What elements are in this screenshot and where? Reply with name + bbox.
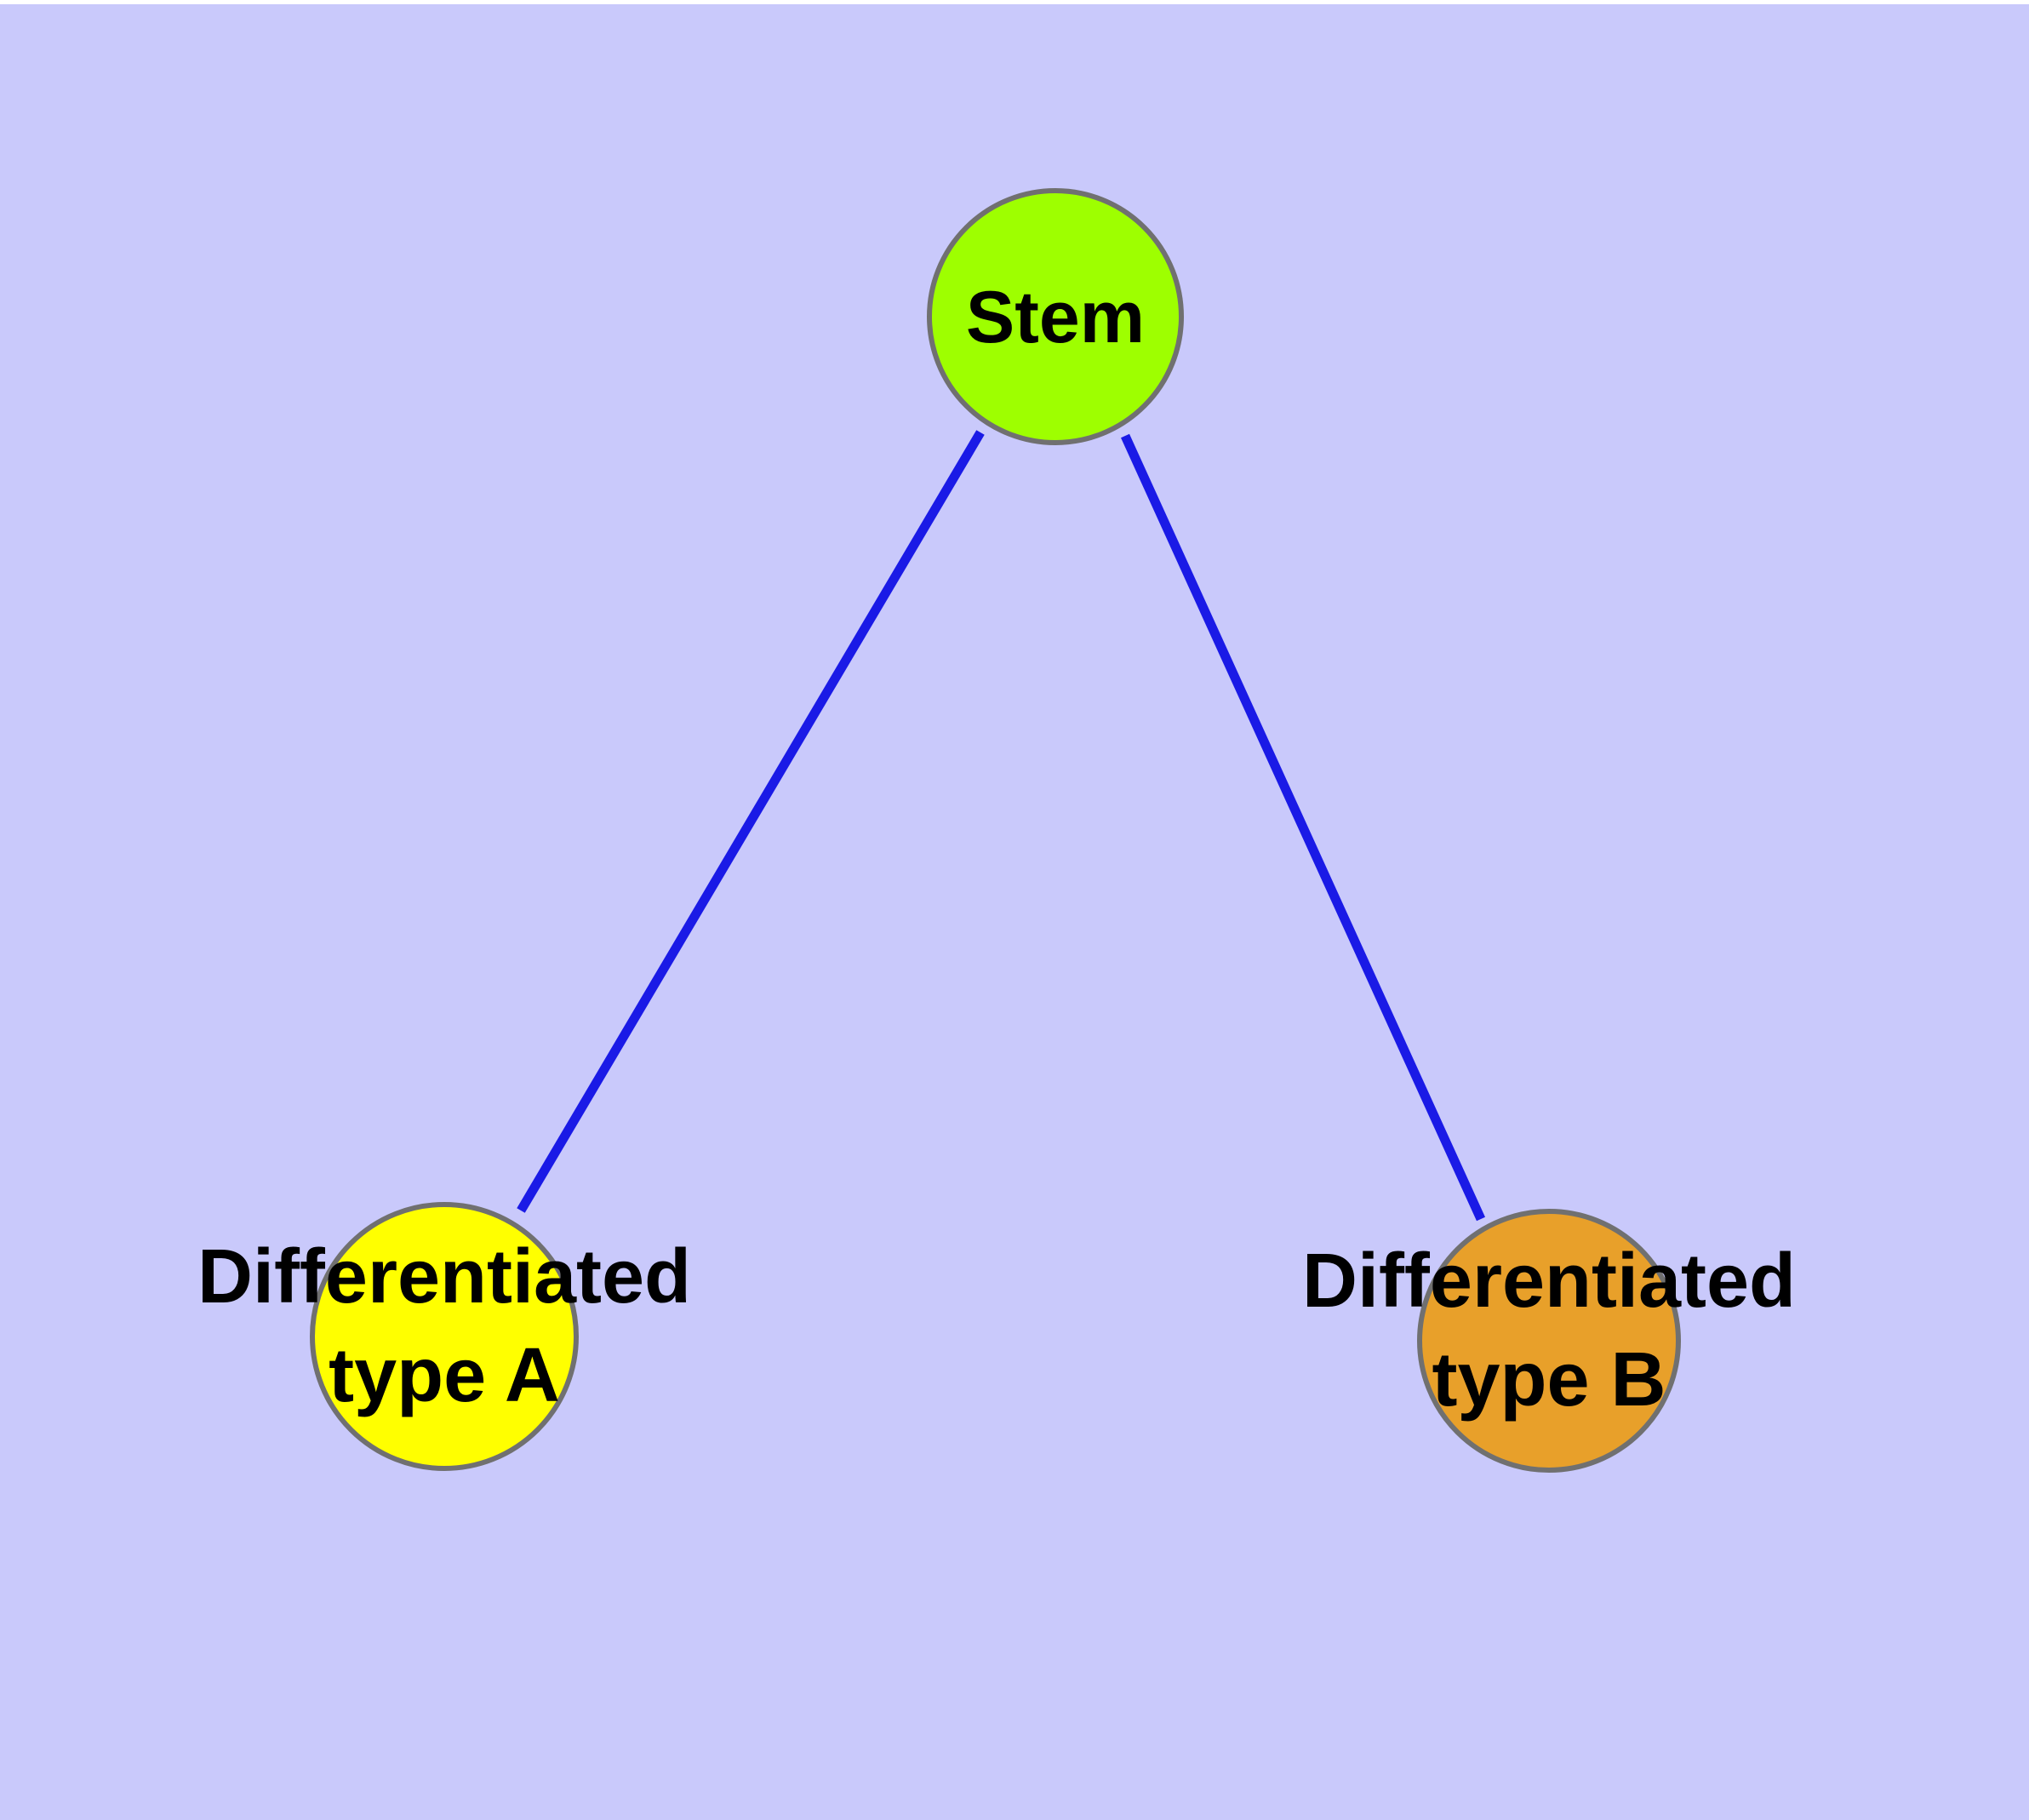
edge-stem-to-differentiated-type-b[interactable] (1120, 433, 1486, 1222)
node-stem-circle[interactable] (927, 188, 1184, 445)
node-stem-label: Stem (966, 277, 1145, 358)
node-differentiated-type-b-circle[interactable] (1417, 1209, 1681, 1473)
node-differentiated-type-b-label-line2: type B (1432, 1337, 1666, 1422)
edge-group (517, 430, 1486, 1222)
node-differentiated-type-b[interactable]: Differentiated type B (1302, 1209, 1796, 1473)
node-differentiated-type-a-circle[interactable] (310, 1202, 579, 1471)
node-differentiated-type-b-label-line1: Differentiated (1302, 1239, 1796, 1324)
edge-stem-to-differentiated-type-a[interactable] (517, 430, 985, 1213)
node-differentiated-type-a-label-line2: type A (329, 1333, 560, 1418)
node-group: Stem Differentiated type A Differentiate… (197, 188, 1796, 1473)
node-stem[interactable]: Stem (927, 188, 1184, 445)
node-differentiated-type-a-label-line1: Differentiated (197, 1234, 691, 1319)
node-differentiated-type-a[interactable]: Differentiated type A (197, 1202, 691, 1471)
